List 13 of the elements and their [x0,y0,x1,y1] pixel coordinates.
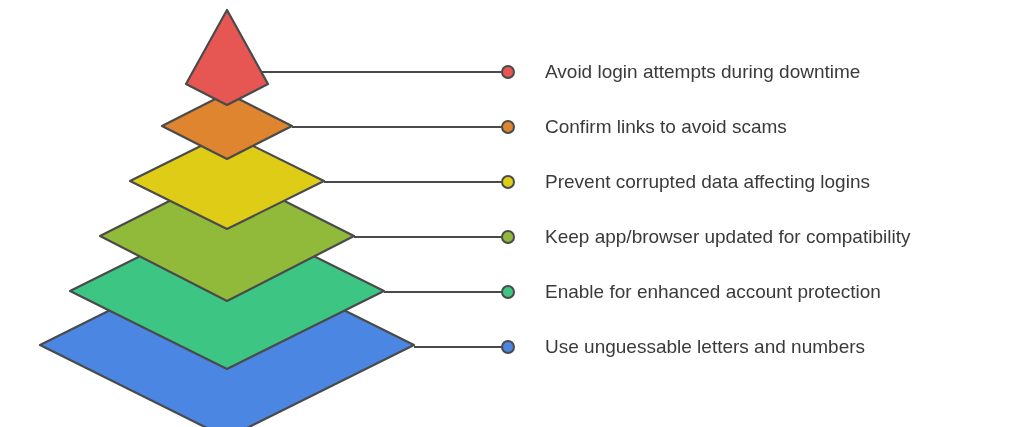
leader-line [384,285,515,299]
step-label: Keep app/browser updated for compatibility [545,224,911,250]
step-label: Use unguessable letters and numbers [545,334,866,360]
leader-line [324,175,515,189]
step-label: Enable for enhanced account protection [545,279,881,305]
step-label: Avoid login attempts during downtime [545,59,861,85]
leader-line [292,120,515,134]
leader-line [414,340,515,354]
pyramid-tip [184,8,270,107]
leader-line [354,230,515,244]
step-label: Prevent corrupted data affecting logins [545,169,870,195]
leader-line [261,65,515,79]
step-label: Confirm links to avoid scams [545,114,787,140]
